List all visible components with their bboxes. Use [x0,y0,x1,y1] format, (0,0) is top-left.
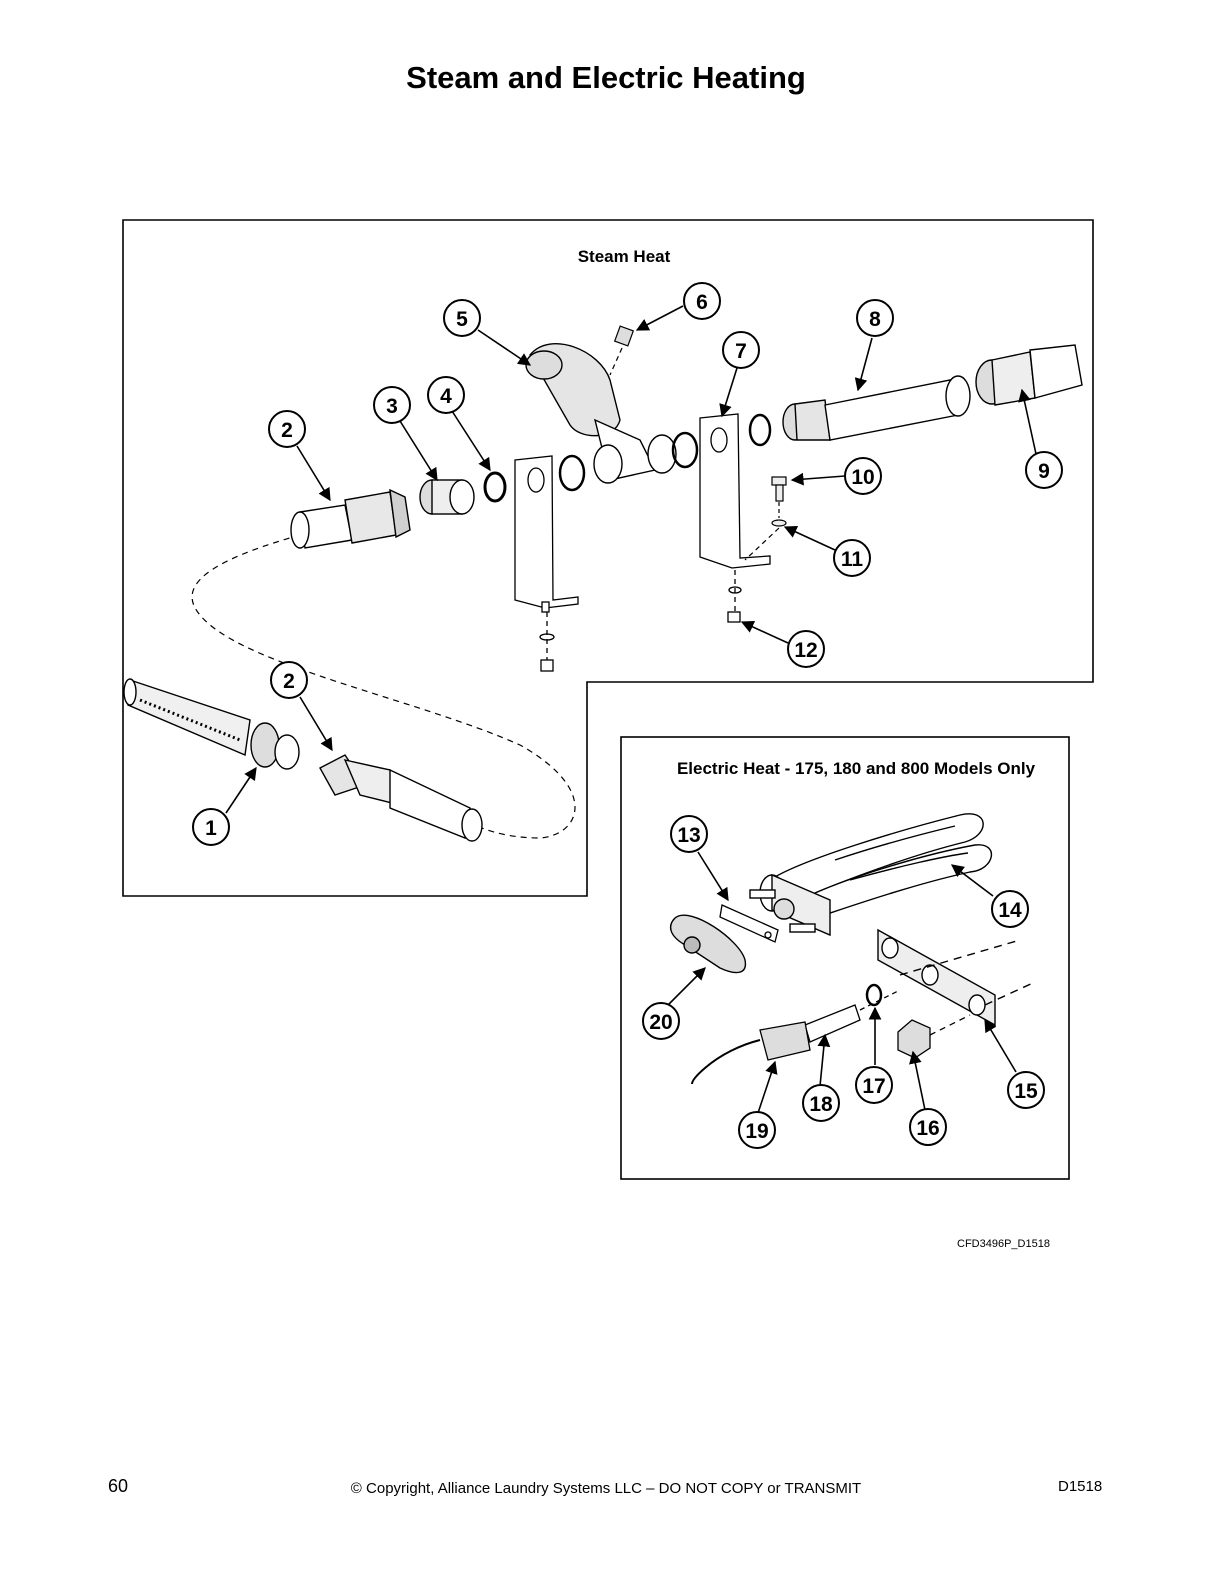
svg-text:18: 18 [809,1093,833,1116]
steam-callouts: 1 2 2 3 4 5 6 7 8 9 10 11 12 [192,282,1063,846]
callout-5: 5 [443,299,481,337]
adapter-fitting [419,479,475,515]
temperature-sensor [691,989,901,1085]
callout-4: 4 [427,376,465,414]
svg-text:2: 2 [283,670,295,693]
washer-right [748,413,772,447]
callout-10: 10 [844,457,882,495]
electric-panel-title: Electric Heat - 175, 180 and 800 Models … [677,759,1036,778]
callout-13: 13 [670,815,708,853]
callout-2-upper: 2 [268,410,306,448]
svg-text:20: 20 [649,1011,672,1034]
electric-callouts: 13 14 15 16 17 18 19 20 [642,815,1045,1149]
document-code: D1518 [1058,1478,1103,1495]
callout-19: 19 [738,1111,776,1149]
svg-text:10: 10 [851,466,874,489]
svg-text:17: 17 [862,1075,885,1098]
svg-text:9: 9 [1038,460,1050,483]
svg-text:14: 14 [998,899,1022,922]
callout-1: 1 [192,808,230,846]
svg-text:1: 1 [205,817,217,840]
terminal-plate [719,904,779,943]
left-mounting-bracket [514,455,579,672]
callout-14: 14 [991,890,1029,928]
svg-text:3: 3 [386,395,398,418]
svg-text:7: 7 [735,340,747,363]
pipe-coupling [975,344,1083,406]
bolt-part-10 [744,476,787,561]
callout-16: 16 [909,1108,947,1146]
o-ring [865,983,883,1007]
terminal-cover [669,914,747,974]
steam-panel-border [122,219,1094,897]
svg-text:13: 13 [677,824,700,847]
valve-plug [609,325,635,376]
callout-7: 7 [722,331,760,369]
lower-hose [319,754,483,842]
svg-text:2: 2 [281,419,293,442]
svg-text:5: 5 [456,308,468,331]
upper-hose [290,488,411,549]
gasket-left [558,454,586,492]
callout-11: 11 [833,539,871,577]
page-number: 60 [108,1476,129,1496]
svg-text:12: 12 [794,639,817,662]
spray-nozzle [123,678,300,770]
copyright-notice: © Copyright, Alliance Laundry Systems LL… [350,1480,862,1497]
gasket-right [671,431,699,469]
callout-3: 3 [373,386,411,424]
steam-valve [525,343,677,484]
callout-12: 12 [787,630,825,668]
element-gasket [877,928,1036,1027]
svg-text:8: 8 [869,308,881,331]
callout-8: 8 [856,299,894,337]
svg-text:4: 4 [440,385,452,408]
svg-text:19: 19 [745,1120,768,1143]
svg-text:16: 16 [916,1117,939,1140]
svg-text:6: 6 [696,291,708,314]
steam-callout-leaders [225,305,1037,814]
callout-15: 15 [1007,1071,1045,1109]
heating-element [749,813,993,937]
callout-9: 9 [1025,451,1063,489]
svg-text:15: 15 [1014,1080,1038,1103]
callout-17: 17 [855,1066,893,1104]
drawing-reference: CFD3496P_D1518 [957,1238,1050,1250]
svg-text:11: 11 [841,548,864,571]
electric-callout-leaders [667,851,1017,1114]
steam-panel-title: Steam Heat [578,247,671,266]
callout-20: 20 [642,1002,680,1040]
washer-part-4 [483,471,507,503]
callout-2-lower: 2 [270,661,308,699]
steam-pipe [782,375,971,441]
electric-panel-border [620,736,1070,1180]
callout-18: 18 [802,1084,840,1122]
page-title: Steam and Electric Heating [406,60,806,95]
drain-plug [897,1014,971,1059]
right-mounting-bracket [699,413,771,623]
hose-route-line [191,534,576,839]
callout-6: 6 [683,282,721,320]
